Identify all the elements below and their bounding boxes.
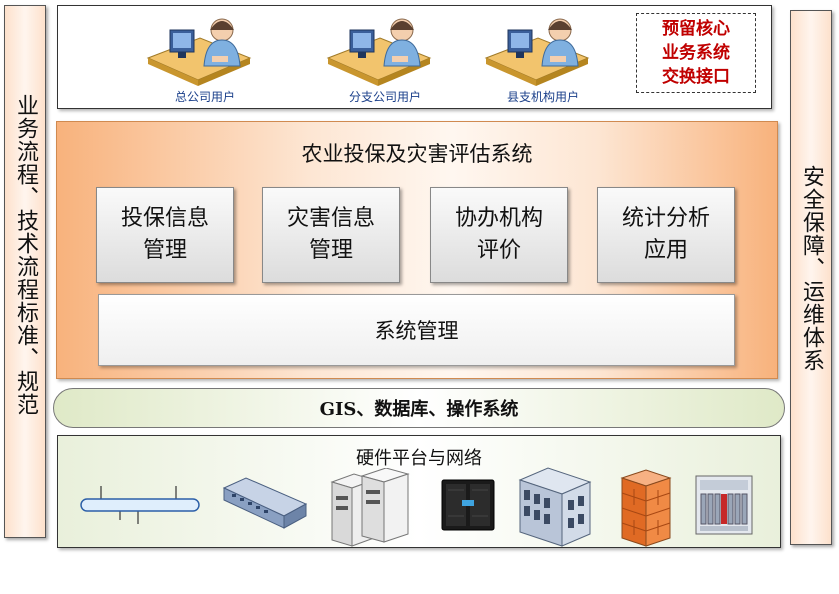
module-agency-evaluation: 协办机构 评价: [430, 187, 568, 283]
gis-database-os-bar: GIS、数据库、操作系统: [53, 388, 785, 428]
storage-array-icon: [518, 467, 592, 547]
module-statistics: 统计分析 应用: [597, 187, 735, 283]
right-pillar: 安全保障、运维体系: [790, 10, 832, 545]
network-bus-icon: [80, 486, 200, 524]
user-layer: 总公司用户 分支公司用户 县支机构用户: [57, 5, 772, 109]
user-label: 总公司用户: [174, 90, 235, 104]
left-pillar: 业务流程、技术流程标准、规范: [4, 5, 46, 538]
user-label: 分支公司用户: [348, 90, 421, 104]
hardware-title: 硬件平台与网络: [356, 448, 482, 469]
module-disaster-info: 灾害信息 管理: [262, 187, 400, 283]
server-pair-icon: [330, 468, 410, 547]
right-pillar-text: 安全保障、运维体系: [799, 165, 824, 372]
workstation-user-icon: [146, 18, 252, 86]
reserved-interface-box: 预留核心 业务系统 交换接口: [636, 13, 756, 93]
system-management-bar: 系统管理: [98, 294, 735, 366]
hardware-layer: 硬件平台与网络: [57, 435, 781, 548]
module-insurance-info: 投保信息 管理: [96, 187, 234, 283]
rack-server-icon: [441, 479, 495, 531]
user-head-office: 总公司用户: [140, 8, 270, 108]
user-county: 县支机构用户: [478, 8, 608, 108]
user-branch: 分支公司用户: [320, 8, 450, 108]
workstation-user-icon: [326, 18, 432, 86]
blade-chassis-icon: [695, 475, 753, 535]
user-label: 县支机构用户: [506, 90, 579, 104]
left-pillar-text: 业务流程、技术流程标准、规范: [13, 94, 38, 416]
switch-icon: [222, 477, 308, 529]
system-title: 农业投保及灾害评估系统: [301, 142, 533, 166]
workstation-user-icon: [484, 18, 590, 86]
firewall-icon: [620, 469, 672, 547]
